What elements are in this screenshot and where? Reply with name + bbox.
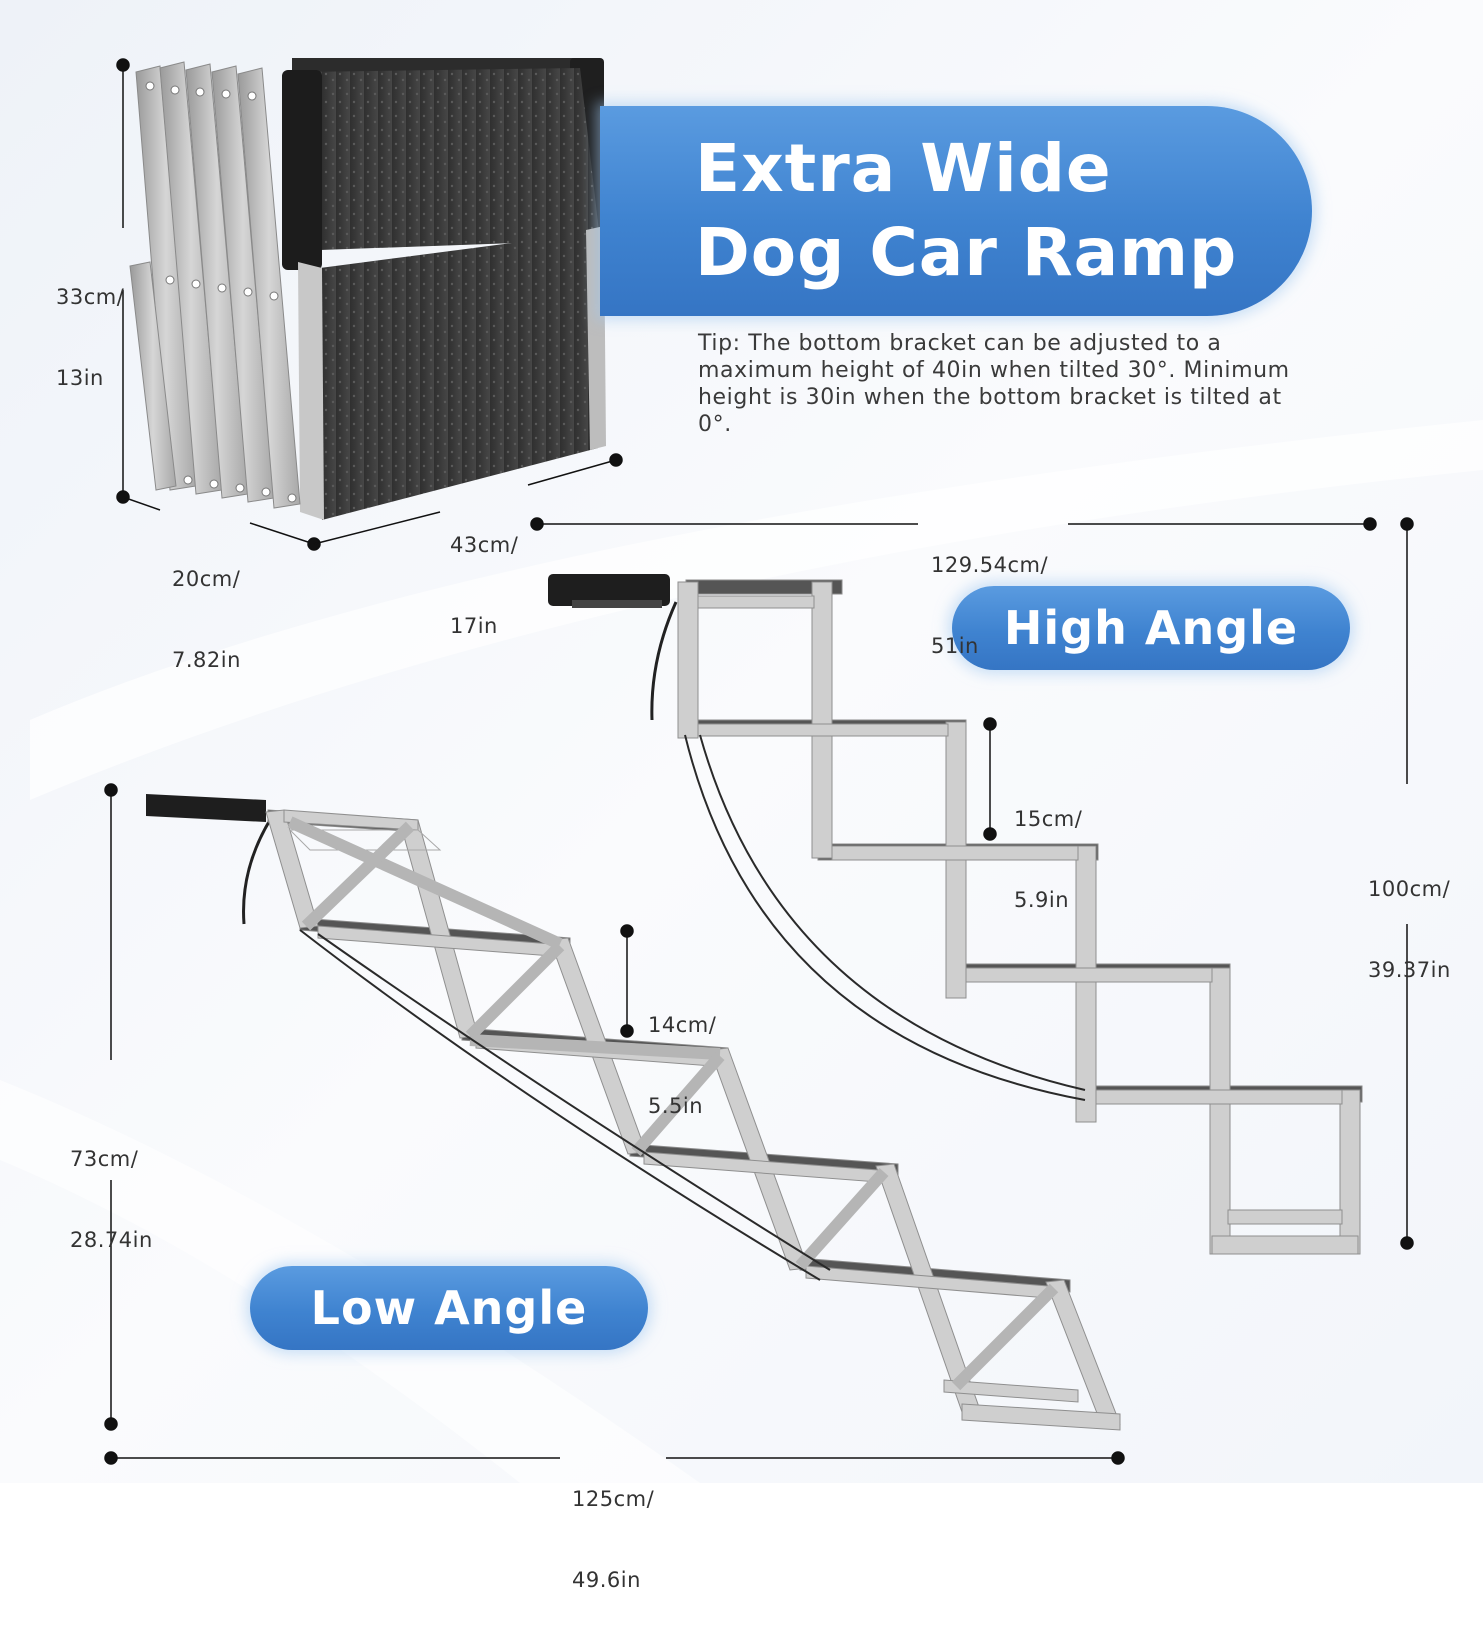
- folded-width-dimension: [313, 453, 623, 545]
- high-angle-badge: High Angle: [952, 586, 1350, 670]
- high-height-dimension: [1400, 517, 1414, 1250]
- folded-height-dimension: [116, 58, 130, 504]
- high-step-label: 15cm/ 5.9in: [1014, 752, 1082, 968]
- high-length-metric: 129.54cm/: [931, 553, 1049, 577]
- folded-depth-imperial: 7.82in: [172, 648, 241, 672]
- title-line-2: Dog Car Ramp: [695, 214, 1238, 291]
- folded-height-label: 33cm/ 13in: [56, 230, 124, 446]
- low-length-dimension: [104, 1451, 1125, 1465]
- folded-top-panel: [300, 68, 600, 250]
- title-banner: Extra Wide Dog Car Ramp: [600, 106, 1312, 316]
- high-ramp-top-hook: [572, 600, 662, 608]
- high-angle-ramp: [548, 574, 1363, 1255]
- folded-width-imperial: 17in: [450, 614, 498, 638]
- low-angle-ramp: [146, 794, 1121, 1431]
- high-ramp-top-grip: [548, 574, 670, 606]
- folded-front-panel: [320, 232, 598, 520]
- folded-front-edge: [298, 262, 324, 520]
- low-height-imperial: 28.74in: [70, 1228, 153, 1252]
- folded-width-label: 43cm/ 17in: [450, 478, 518, 694]
- low-ramp-strap: [242, 819, 272, 925]
- low-step-label: 14cm/ 5.5in: [648, 958, 716, 1174]
- high-height-metric: 100cm/: [1368, 877, 1451, 901]
- folded-rivets: [145, 81, 297, 503]
- low-length-metric: 125cm/: [572, 1487, 655, 1511]
- low-step-imperial: 5.5in: [648, 1094, 704, 1118]
- high-step-dimension: [983, 717, 997, 841]
- high-length-label: 129.54cm/ 51in: [931, 498, 1048, 714]
- low-height-label: 73cm/ 28.74in: [70, 1092, 153, 1308]
- high-step-imperial: 5.9in: [1014, 888, 1070, 912]
- folded-width-metric: 43cm/: [450, 533, 519, 557]
- low-ramp-top-grip: [146, 794, 266, 822]
- high-height-label: 100cm/ 39.37in: [1368, 822, 1451, 1038]
- high-step-metric: 15cm/: [1014, 807, 1083, 831]
- tip-text: Tip: The bottom bracket can be adjusted …: [698, 331, 1290, 437]
- low-angle-badge: Low Angle: [250, 1266, 648, 1350]
- low-length-imperial: 49.6in: [572, 1568, 641, 1592]
- low-step-metric: 14cm/: [648, 1013, 717, 1037]
- low-length-label: 125cm/ 49.6in: [572, 1432, 654, 1648]
- high-ramp-cable: [699, 734, 1086, 1091]
- folded-ramp: [129, 58, 606, 520]
- high-ramp-frame: [677, 581, 1361, 1255]
- high-ramp-cable: [684, 734, 1086, 1101]
- folded-height-metric: 33cm/: [56, 285, 125, 309]
- folded-depth-metric: 20cm/: [172, 567, 241, 591]
- low-ramp-frame: [265, 809, 1121, 1431]
- low-ramp-cable: [317, 933, 831, 1271]
- high-length-imperial: 51in: [931, 634, 979, 658]
- folded-depth-label: 20cm/ 7.82in: [172, 512, 241, 728]
- low-height-metric: 73cm/: [70, 1147, 139, 1171]
- high-ramp-strap: [650, 601, 678, 721]
- low-height-dimension: [104, 783, 118, 1431]
- product-infographic: Extra Wide Dog Car Ramp Tip: The bottom …: [0, 0, 1483, 1592]
- low-step-dimension: [620, 924, 634, 1038]
- folded-height-imperial: 13in: [56, 366, 104, 390]
- title-line-1: Extra Wide: [695, 130, 1112, 207]
- high-length-dimension: [530, 517, 1377, 531]
- high-height-imperial: 39.37in: [1368, 958, 1451, 982]
- folded-top-grip: [282, 70, 322, 270]
- background-swoosh: [30, 420, 1483, 800]
- low-ramp-cable: [299, 929, 821, 1281]
